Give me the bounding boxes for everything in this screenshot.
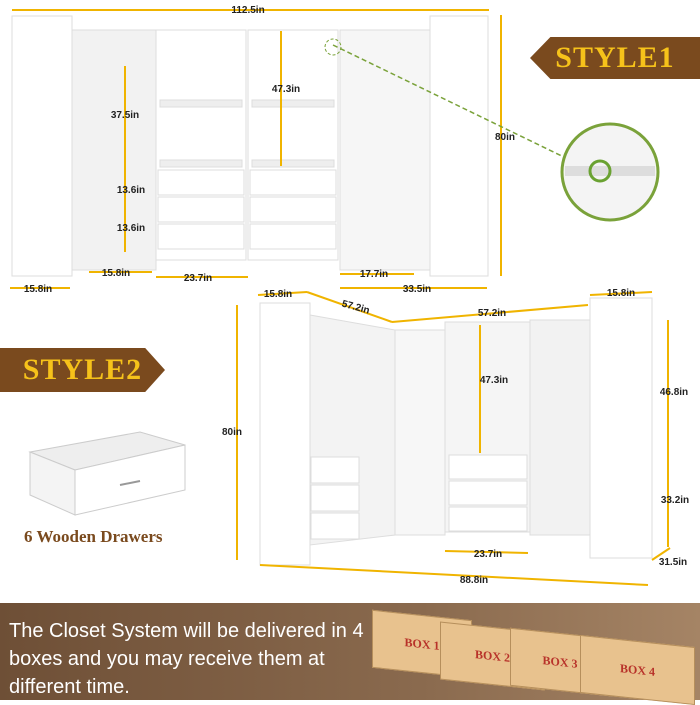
drawer-image <box>28 431 186 516</box>
style1-corner-width-label: 15.8in <box>102 268 130 279</box>
style1-left-depth-label: 15.8in <box>24 284 52 295</box>
style2-tower-depth-label: 31.5in <box>659 557 687 568</box>
style1-width-label: 112.5in <box>231 5 264 16</box>
style1-shelf2-label: 13.6in <box>117 223 145 234</box>
style2-closet <box>259 297 653 566</box>
style1-dimension-lines <box>10 9 502 289</box>
style2-dimension-lines <box>236 291 671 586</box>
box-4: BOX 4 <box>580 634 695 705</box>
style2-left-depth-label: 15.8in <box>264 289 292 300</box>
style1-shelf1-label: 13.6in <box>117 185 145 196</box>
style1-closet <box>11 15 489 277</box>
style2-height-label: 80in <box>222 427 242 438</box>
style2-back-run-label: 57.2in <box>478 308 506 319</box>
style2-left-run-label: 57.2in <box>341 299 371 317</box>
style1-banner: STYLE1 <box>530 37 700 79</box>
style1-upper-hang-label: 37.5in <box>111 110 139 121</box>
style2-right-lower-label: 33.2in <box>661 495 689 506</box>
style2-right-upper-label: 46.8in <box>660 387 688 398</box>
style2-right-depth-label: 15.8in <box>607 288 635 299</box>
style1-right-width-label: 33.5in <box>403 284 431 295</box>
style2-banner: STYLE2 <box>0 348 165 392</box>
delivery-text: The Closet System will be delivered in 4… <box>9 620 364 698</box>
style1-right-hang-label: 17.7in <box>360 269 388 280</box>
delivery-banner: The Closet System will be delivered in 4… <box>0 603 700 705</box>
rod-detail <box>324 38 660 222</box>
style1-center-hang-label: 47.3in <box>272 84 300 95</box>
style1-height-label: 80in <box>495 132 515 143</box>
style2-center-hang-label: 47.3in <box>480 375 508 386</box>
style2-drawer-width-label: 23.7in <box>474 549 502 560</box>
style2-front-width-label: 88.8in <box>460 575 488 586</box>
drawers-caption: 6 Wooden Drawers <box>24 527 163 546</box>
style1-drawer-width-label: 23.7in <box>184 273 212 284</box>
